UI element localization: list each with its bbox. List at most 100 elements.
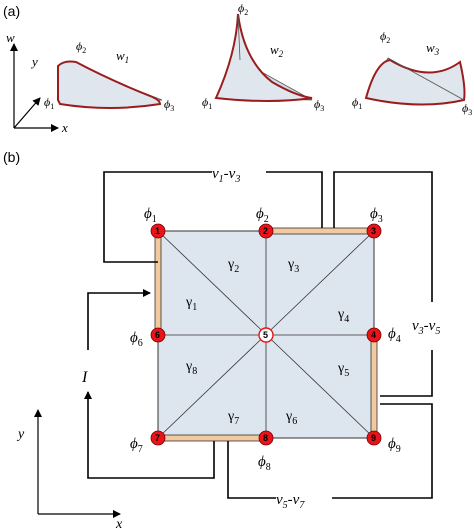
wire-right-top <box>333 171 433 302</box>
gamma2-label: γ <box>227 257 234 272</box>
svg-text:ϕ2: ϕ2 <box>256 206 269 225</box>
w2-phi3: ϕ <box>314 97 320 111</box>
phi1-label: ϕ <box>144 206 152 222</box>
svg-text:ϕ2: ϕ2 <box>380 29 390 45</box>
phi8-label: ϕ <box>258 454 266 470</box>
node-8: 8 <box>258 430 274 446</box>
node-9: 9 <box>366 430 382 446</box>
w1-phi3: ϕ <box>164 97 170 111</box>
svg-text:ϕ1: ϕ1 <box>352 95 362 111</box>
svg-text:ϕ3: ϕ3 <box>462 101 472 117</box>
svg-text:9: 9 <box>371 433 376 443</box>
w3-phi2: ϕ <box>380 29 386 43</box>
axis-x-label-b: x <box>115 517 123 531</box>
svg-text:γ1: γ1 <box>185 295 197 313</box>
wire-current-in <box>87 289 151 350</box>
electrode-left <box>154 232 162 334</box>
svg-text:7: 7 <box>155 433 160 443</box>
gamma8-label: γ <box>185 359 192 374</box>
voltage-v1-v3: v1-v3 <box>212 166 240 185</box>
phi4-label: ϕ <box>388 326 396 342</box>
wiring <box>87 171 433 499</box>
node-5: 5 <box>258 327 274 343</box>
svg-text:ϕ6: ϕ6 <box>130 330 143 349</box>
svg-text:1: 1 <box>155 226 160 236</box>
panel-b-label: (b) <box>3 149 20 165</box>
svg-text:γ4: γ4 <box>337 307 349 325</box>
w2-phi2: ϕ <box>238 1 244 15</box>
phi7-label: ϕ <box>130 436 138 452</box>
panel-a-label: (a) <box>3 3 20 19</box>
svg-text:ϕ3: ϕ3 <box>164 97 174 113</box>
phi2-label: ϕ <box>256 206 264 222</box>
svg-text:3: 3 <box>371 226 376 236</box>
svg-text:γ8: γ8 <box>185 359 197 377</box>
node-4: 4 <box>366 327 382 343</box>
node-1: 1 <box>150 223 166 239</box>
svg-text:γ7: γ7 <box>227 409 239 427</box>
svg-text:ϕ1: ϕ1 <box>44 95 54 111</box>
voltage-v3-v5: v3-v5 <box>412 318 440 337</box>
w2-phi1: ϕ <box>202 95 208 109</box>
svg-text:8: 8 <box>263 433 268 443</box>
electrode-top <box>267 227 373 235</box>
w1-phi1: ϕ <box>44 95 50 109</box>
wire-top-left <box>103 171 212 263</box>
phi6-label: ϕ <box>130 330 138 346</box>
gamma7-label: γ <box>227 409 234 424</box>
axis-y-label-a: y <box>30 54 38 69</box>
svg-text:ϕ4: ϕ4 <box>388 326 401 345</box>
w3-phi3: ϕ <box>462 101 468 115</box>
node-6: 6 <box>150 327 166 343</box>
phi3-label: ϕ <box>370 206 378 222</box>
svg-text:ϕ7: ϕ7 <box>130 436 143 455</box>
svg-text:ϕ9: ϕ9 <box>388 436 401 455</box>
svg-text:4: 4 <box>371 330 376 340</box>
node-2: 2 <box>258 223 274 239</box>
panel-b-axes: y x <box>16 409 123 531</box>
w3-phi1: ϕ <box>352 95 358 109</box>
svg-text:5: 5 <box>263 330 268 340</box>
svg-text:ϕ3: ϕ3 <box>370 206 383 225</box>
wire-right-bottom <box>380 350 433 397</box>
gamma1-label: γ <box>185 295 192 310</box>
electrode-bottom <box>159 434 265 442</box>
svg-text:6: 6 <box>155 330 160 340</box>
wire-bottom-right <box>332 403 433 499</box>
svg-text:ϕ2: ϕ2 <box>76 39 86 55</box>
gamma5-label: γ <box>337 361 344 376</box>
svg-text:γ3: γ3 <box>287 257 299 275</box>
wire-top-right <box>266 171 323 228</box>
voltage-v5-v7: v5-v7 <box>276 492 305 511</box>
axis-x-label-a: x <box>61 120 68 135</box>
shape-function-w2: ϕ1 ϕ2 ϕ3 w2 <box>202 1 324 113</box>
axis-y-label-b: y <box>16 427 25 442</box>
w3-label: w3 <box>426 40 440 57</box>
svg-text:γ2: γ2 <box>227 257 239 275</box>
gamma6-label: γ <box>285 409 292 424</box>
node-7: 7 <box>150 430 166 446</box>
svg-text:γ6: γ6 <box>285 409 297 427</box>
gamma4-label: γ <box>337 307 344 322</box>
wire-bottom-left <box>227 441 276 499</box>
svg-text:ϕ1: ϕ1 <box>144 206 157 225</box>
phi9-label: ϕ <box>388 436 396 452</box>
w1-label: w1 <box>116 48 129 65</box>
svg-text:γ5: γ5 <box>337 361 349 379</box>
w2-label: w2 <box>270 42 284 59</box>
w1-phi2: ϕ <box>76 39 82 53</box>
svg-text:ϕ1: ϕ1 <box>202 95 212 111</box>
phi-labels: ϕ1 ϕ2 ϕ3 ϕ4 ϕ6 ϕ7 ϕ8 ϕ9 <box>130 206 401 473</box>
shape-function-w1: ϕ1 ϕ2 ϕ3 w1 <box>44 39 174 113</box>
electrode-right <box>370 336 378 437</box>
svg-text:ϕ3: ϕ3 <box>314 97 324 113</box>
svg-text:ϕ2: ϕ2 <box>238 1 248 17</box>
gamma-labels: γ1 γ2 γ3 γ4 γ5 γ6 γ7 γ8 <box>185 257 349 427</box>
gamma3-label: γ <box>287 257 294 272</box>
wire-current-return <box>87 400 215 479</box>
mesh-nodes: 1 2 3 4 5 6 7 8 9 <box>150 223 382 446</box>
svg-text:2: 2 <box>263 226 268 236</box>
svg-text:ϕ8: ϕ8 <box>258 454 271 473</box>
shape-function-w3: ϕ1 ϕ2 ϕ3 w3 <box>352 29 472 117</box>
